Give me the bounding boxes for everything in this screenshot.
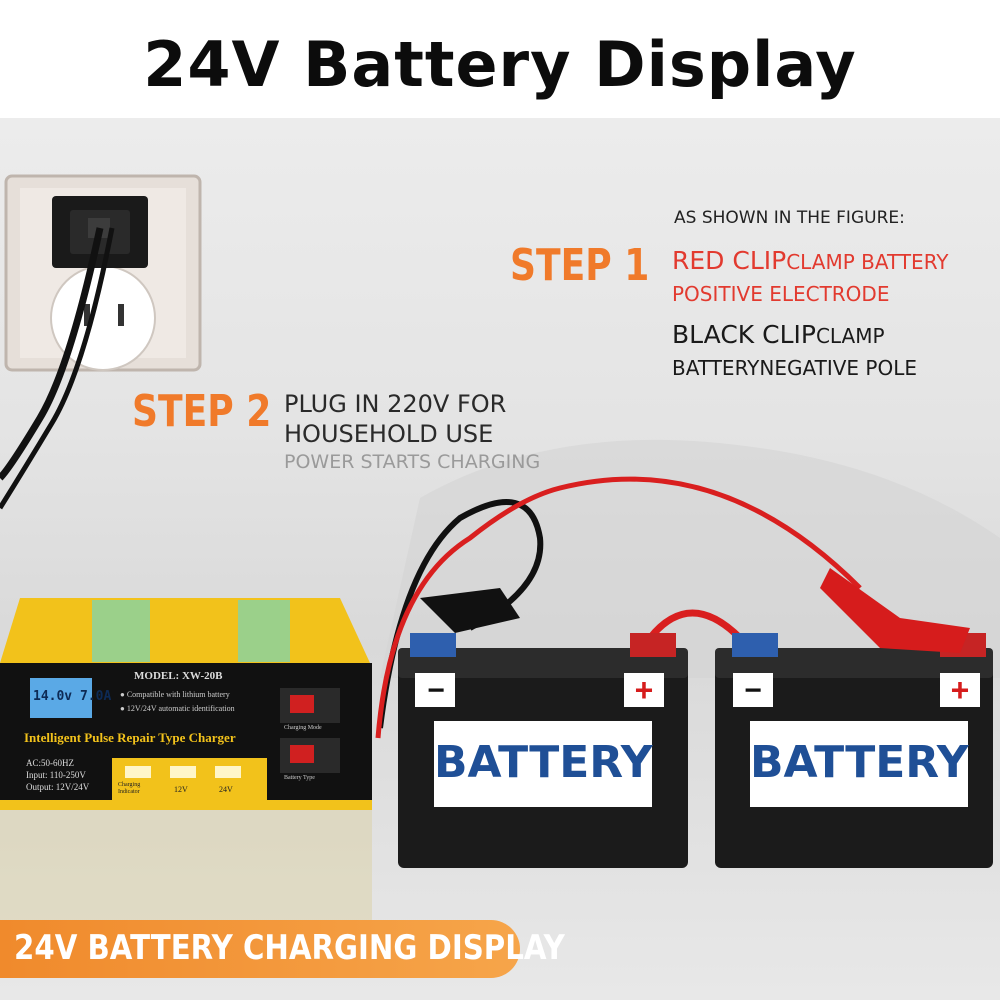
battery1-minus: − xyxy=(427,674,445,707)
step2-line2: HOUSEHOLD USE xyxy=(284,420,494,448)
charger-spec1: AC:50-60HZ xyxy=(26,758,74,768)
page-title: 24V Battery Display xyxy=(143,28,857,101)
charger-feature1: ● Compatible with lithium battery xyxy=(120,690,230,699)
charger-name: Intelligent Pulse Repair Type Charger xyxy=(24,730,236,745)
charger-feature1-text: Compatible with lithium battery xyxy=(126,690,230,699)
step1-black-line: BLACK CLIPCLAMP xyxy=(672,320,885,349)
charger-feature2-text: 12V/24V automatic identification xyxy=(126,704,235,713)
charger-led3-label: 24V xyxy=(219,785,233,794)
red-clip-label: RED CLIP xyxy=(672,246,787,275)
battery2-minus: − xyxy=(744,674,762,707)
black-line2a: BATTERY xyxy=(672,356,760,380)
charger-led1-label: Charging Indicator xyxy=(118,782,141,795)
battery2-label-box: BATTERY xyxy=(750,721,969,807)
charger-lcd: 14.0v 7.0A xyxy=(33,689,112,704)
battery1-plus: + xyxy=(634,672,654,708)
black-line2b: NEGATIVE POLE xyxy=(759,356,918,380)
red-clip-line2: POSITIVE ELECTRODE xyxy=(672,282,890,306)
charger-body xyxy=(0,598,372,810)
illustration-scene: AS SHOWN IN THE FIGURE: STEP 1 RED CLIPC… xyxy=(0,118,1000,1000)
red-jumper xyxy=(647,609,743,641)
power-cord xyxy=(0,227,104,481)
black-cable xyxy=(377,499,544,729)
charger-feature2: ● 12V/24V automatic identification xyxy=(120,704,235,713)
step2-line1: PLUG IN 220V FOR xyxy=(284,390,507,418)
bottom-banner: 24V BATTERY CHARGING DISPLAY xyxy=(0,920,565,978)
black-clip-line2: BATTERYNEGATIVE POLE xyxy=(672,356,917,380)
charger-spec2: Input: 110-250V xyxy=(26,770,86,780)
charger-model: MODEL: XW-20B xyxy=(134,670,223,682)
red-clip xyxy=(820,568,970,653)
battery1-label: BATTERY xyxy=(434,737,653,788)
step1-heading: STEP 1 xyxy=(510,240,650,291)
black-clip-rest: CLAMP xyxy=(815,324,885,348)
red-cable xyxy=(375,476,862,739)
battery2-label: BATTERY xyxy=(750,737,969,788)
step1-intro: AS SHOWN IN THE FIGURE: xyxy=(674,208,905,228)
step1-red-line: RED CLIPCLAMP BATTERY xyxy=(672,246,949,275)
charger-led2-label: 12V xyxy=(174,785,188,794)
black-clip-label: BLACK CLIP xyxy=(672,320,816,349)
battery2-plus: + xyxy=(950,672,970,708)
red-clip-rest: CLAMP BATTERY xyxy=(786,250,949,274)
wall-socket xyxy=(4,174,202,372)
charger-type-label: Battery Type xyxy=(284,775,315,781)
charger-reflection xyxy=(0,810,372,920)
banner-text: 24V BATTERY CHARGING DISPLAY xyxy=(14,928,565,968)
step2-line3: POWER STARTS CHARGING xyxy=(284,451,541,473)
charger-spec3: Output: 12V/24V xyxy=(26,782,90,792)
battery1-label-box: BATTERY xyxy=(434,721,653,807)
charger-mode-label: Charging Mode xyxy=(284,725,322,731)
step2-heading: STEP 2 xyxy=(132,386,272,437)
